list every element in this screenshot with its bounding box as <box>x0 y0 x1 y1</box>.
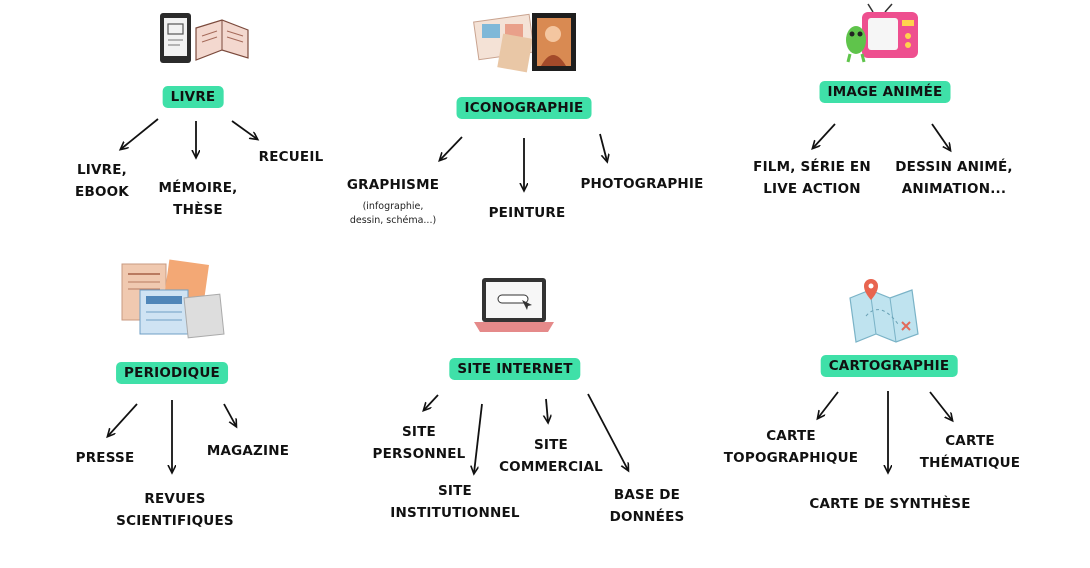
item-line: DONNÉES <box>609 508 685 525</box>
note-line: (infographie, <box>362 201 424 212</box>
pictures-icon <box>473 13 576 73</box>
item-line: ANIMATION... <box>901 180 1007 197</box>
arrow-livre-2 <box>231 120 257 139</box>
item-line: PRESSE <box>75 450 135 466</box>
item-livre-1: MÉMOIRE, THÈSE <box>159 178 238 221</box>
item-line: INSTITUTIONNEL <box>390 504 520 521</box>
item-line: TOPOGRAPHIQUE <box>723 449 859 466</box>
item-line: REVUES <box>144 491 206 507</box>
arrow-iconographie-2 <box>599 133 607 161</box>
category-periodique: PERIODIQUE <box>116 362 228 384</box>
item-periodique-1: REVUES SCIENTIFIQUES <box>116 489 234 532</box>
item-iconographie-2: PHOTOGRAPHIE <box>580 174 703 196</box>
item-line: CARTE <box>945 433 995 449</box>
item-line: LIVE ACTION <box>763 180 861 197</box>
arrow-site-internet-0 <box>424 394 439 410</box>
map-icon <box>849 279 919 343</box>
item-line: BASE DE <box>613 487 681 503</box>
item-line: MÉMOIRE, <box>158 180 238 196</box>
item-cartographie-1: CARTE DE SYNTHÈSE <box>809 494 970 516</box>
item-line: SITE <box>402 424 436 440</box>
book-ereader-icon <box>160 13 249 63</box>
arrow-site-internet-1 <box>474 403 483 473</box>
item-line: SITE <box>438 483 472 499</box>
item-line: PEINTURE <box>488 205 566 221</box>
item-line: FILM, SÉRIE EN <box>753 159 871 175</box>
item-line: CARTE <box>766 428 816 444</box>
item-line: RECUEIL <box>258 149 324 165</box>
item-line: EBOOK <box>75 183 129 200</box>
item-note-iconographie-0: (infographie, dessin, schéma...) <box>350 200 436 228</box>
item-site-internet-3: BASE DE DONNÉES <box>610 485 685 528</box>
item-site-internet-1: SITE INSTITUTIONNEL <box>390 481 519 524</box>
category-livre: LIVRE <box>162 86 224 108</box>
item-line: SITE <box>534 437 568 453</box>
item-line: GRAPHISME <box>346 177 440 193</box>
arrow-cartographie-0 <box>818 391 839 418</box>
category-iconographie: ICONOGRAPHIE <box>456 97 592 119</box>
item-site-internet-2: SITE COMMERCIAL <box>499 435 603 478</box>
item-image-animee-1: DESSIN ANIMÉ, ANIMATION... <box>895 157 1012 200</box>
arrow-cartographie-2 <box>929 391 952 420</box>
category-cartographie: CARTOGRAPHIE <box>820 355 958 377</box>
item-line: THÈSE <box>173 201 223 218</box>
arrow-site-internet-3 <box>587 393 628 470</box>
laptop-icon <box>474 278 554 332</box>
category-site-internet: SITE INTERNET <box>449 358 581 380</box>
item-livre-2: RECUEIL <box>259 147 324 169</box>
newspapers-icon <box>121 259 225 339</box>
arrow-iconographie-0 <box>440 136 463 160</box>
item-periodique-2: MAGAZINE <box>207 441 289 463</box>
item-image-animee-0: FILM, SÉRIE EN LIVE ACTION <box>753 157 871 200</box>
item-line: MAGAZINE <box>206 443 290 459</box>
item-cartographie-0: CARTE TOPOGRAPHIQUE <box>724 426 858 469</box>
item-line: PHOTOGRAPHIE <box>580 176 704 192</box>
item-line: THÉMATIQUE <box>919 454 1021 471</box>
item-iconographie-1: PEINTURE <box>489 203 566 225</box>
item-cartographie-2: CARTE THÉMATIQUE <box>920 431 1020 474</box>
arrow-livre-0 <box>121 118 159 149</box>
arrow-periodique-2 <box>223 403 236 426</box>
item-site-internet-0: SITE PERSONNEL <box>373 422 466 465</box>
item-line: DESSIN ANIMÉ, <box>895 159 1013 175</box>
category-image-animee: IMAGE ANIMÉE <box>819 81 951 103</box>
television-icon <box>846 3 918 63</box>
item-livre-0: LIVRE, EBOOK <box>75 160 129 203</box>
arrow-periodique-0 <box>108 403 138 436</box>
item-line: PERSONNEL <box>372 445 466 462</box>
item-iconographie-0: GRAPHISME <box>347 175 439 197</box>
note-line: dessin, schéma...) <box>349 214 437 226</box>
item-line: COMMERCIAL <box>499 458 603 475</box>
item-line: CARTE DE SYNTHÈSE <box>809 496 971 512</box>
item-line: LIVRE, <box>76 162 128 178</box>
arrow-image-animee-1 <box>931 123 950 150</box>
item-line: SCIENTIFIQUES <box>116 512 234 529</box>
item-periodique-0: PRESSE <box>76 448 135 470</box>
arrow-site-internet-2 <box>546 398 548 422</box>
arrow-image-animee-0 <box>813 123 836 148</box>
